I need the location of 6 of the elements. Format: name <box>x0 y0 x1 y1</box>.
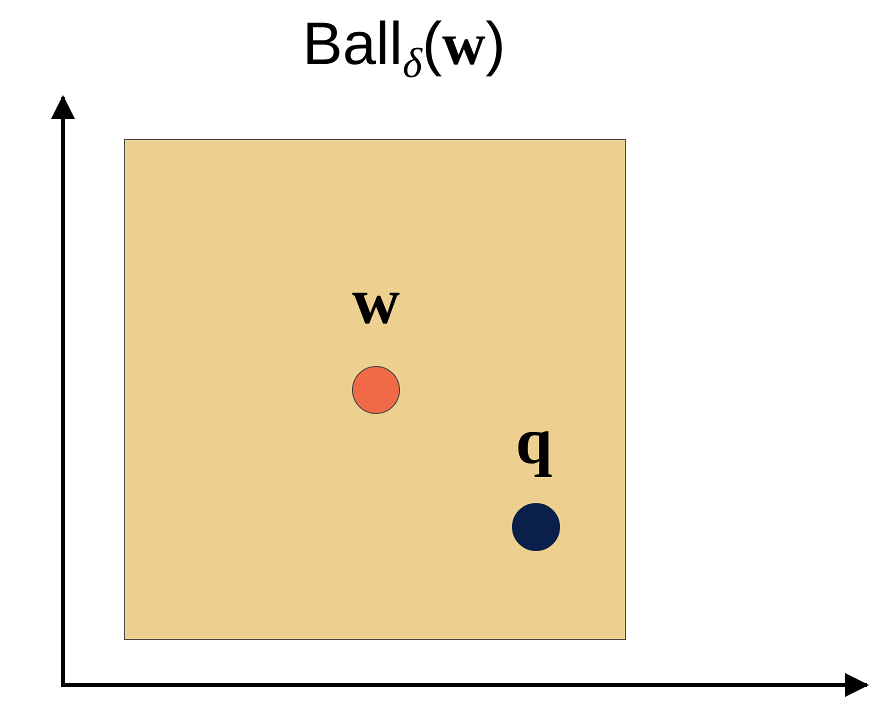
region-square <box>124 139 626 640</box>
point-label: q <box>516 409 552 475</box>
point-marker <box>352 366 400 414</box>
title: Ball$_{δ}$(w) <box>302 9 506 89</box>
point-marker <box>512 503 560 551</box>
point-label: w <box>352 269 400 335</box>
